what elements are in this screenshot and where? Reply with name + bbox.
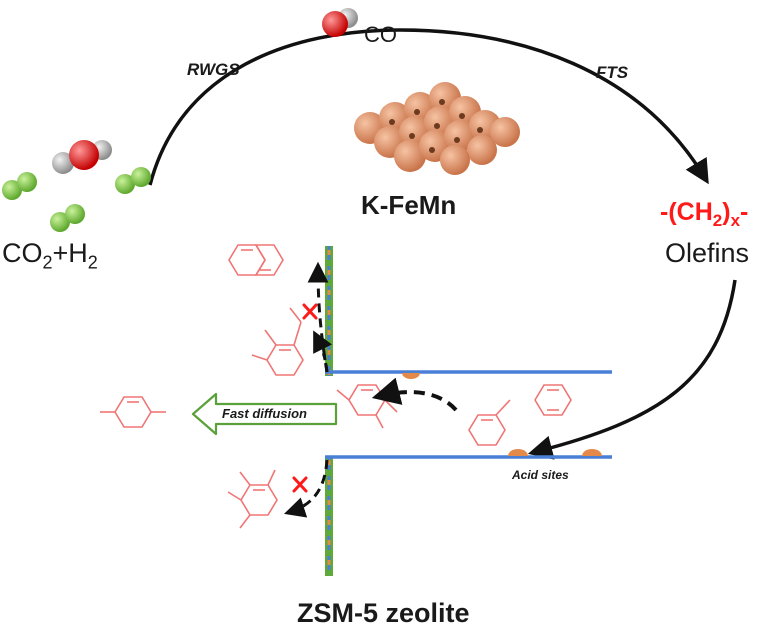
- diffusion-arrow-into-channel: [371, 377, 458, 412]
- naphthalene-icon: [228, 244, 284, 276]
- toluene-icon: [468, 399, 511, 446]
- diffusion-arrow-naphthalene: [307, 261, 329, 373]
- co-molecule-icon: [322, 8, 358, 37]
- durene-blocked-icon: [227, 469, 278, 529]
- benzene-icon: [534, 384, 572, 416]
- h2-molecule-icon-2: [50, 204, 85, 232]
- reactant-h2-subscript: 2: [87, 252, 98, 273]
- para-xylene-channel-icon: [336, 384, 398, 429]
- h2-molecule-icon-1: [2, 172, 37, 200]
- fts-label: FTS: [596, 63, 629, 82]
- olefins-to-zeolite-arc: [527, 279, 737, 460]
- fast-diffusion-label: Fast diffusion: [222, 406, 307, 421]
- product-prefix-text: -(CH: [660, 198, 713, 226]
- reactant-co-text: CO: [2, 238, 43, 268]
- zeolite-wall-lower: [325, 456, 333, 576]
- catalyst-cluster-icon: [354, 82, 520, 175]
- blocked-x-icon-lower: [292, 476, 308, 493]
- reactants-label: CO2+H2: [2, 238, 98, 273]
- product-x-subscript: x: [730, 211, 741, 230]
- fast-diffusion-arrow: [191, 392, 338, 436]
- catalytic-cycle-arc: [148, 28, 709, 186]
- acid-sites-label: Acid sites: [512, 468, 569, 482]
- acid-site-icons: [402, 373, 602, 456]
- reactant-h-text: +H: [52, 238, 88, 268]
- co-label: CO: [364, 22, 397, 47]
- rwgs-label: RWGS: [187, 60, 240, 79]
- zeolite-wall-upper: [325, 246, 333, 376]
- catalyst-label: K-FeMn: [361, 190, 457, 220]
- zeolite-label: ZSM-5 zeolite: [297, 598, 470, 628]
- reactant-co2-subscript: 2: [42, 252, 53, 273]
- h2-molecule-icon-3: [115, 167, 151, 194]
- co2-molecule-icon: [52, 140, 112, 174]
- product-ch2-subscript: 2: [712, 211, 723, 230]
- trimethylbenzene-blocked-icon: [251, 307, 304, 376]
- olefins-label: Olefins: [665, 238, 750, 268]
- diffusion-arrow-blocked-upper: [313, 330, 332, 373]
- product-suffix-text: -: [740, 198, 749, 226]
- para-xylene-released-icon: [100, 396, 166, 428]
- blocked-x-icon-upper: [302, 303, 318, 320]
- diffusion-arrow-lower: [283, 459, 329, 518]
- product-formula-label: -(CH2)x-: [660, 198, 748, 231]
- product-mid-text: ): [722, 198, 731, 226]
